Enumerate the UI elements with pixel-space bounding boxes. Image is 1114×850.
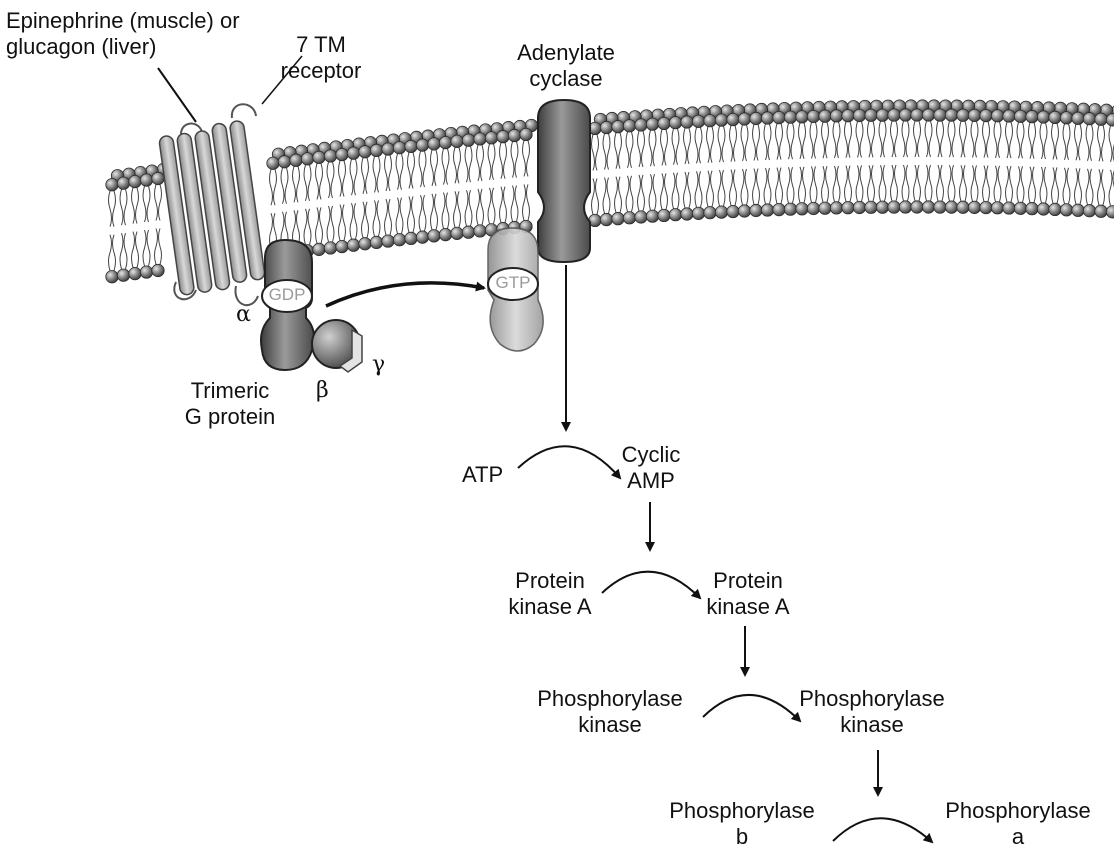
cyclic-amp-label-line1: Cyclic (606, 442, 696, 468)
atp-label: ATP (462, 462, 503, 488)
g-protein-label-line1: Trimeric (160, 378, 300, 404)
receptor-label-line1: 7 TM (276, 32, 366, 58)
seven-tm-receptor (158, 104, 266, 305)
receptor-label: 7 TM receptor (276, 32, 366, 84)
adenylate-cyclase-label-line2: cyclase (506, 66, 626, 92)
adenylate-cyclase-protein (538, 100, 590, 262)
g-protein-label: Trimeric G protein (160, 378, 300, 430)
phosphorylase-kinase-inactive-label: Phosphorylase kinase (516, 686, 704, 738)
protein-kinase-a-active-line1: Protein (688, 568, 808, 594)
cyclic-amp-label-line2: AMP (606, 468, 696, 494)
protein-kinase-a-inactive-line1: Protein (490, 568, 610, 594)
phosphorylase-b-line1: Phosphorylase (648, 798, 836, 824)
ligand-label-line2: glucagon (liver) (6, 34, 240, 60)
gdp-label: GDP (262, 284, 312, 306)
protein-kinase-a-active-line2: kinase A (688, 594, 808, 620)
phosphorylase-kinase-inactive-line2: kinase (516, 712, 704, 738)
protein-kinase-a-inactive-label: Protein kinase A (490, 568, 610, 620)
pka-conversion-arrow (602, 572, 700, 598)
phosphorylase-kinase-active-label: Phosphorylase kinase (778, 686, 966, 738)
atp-conversion-arrow (518, 446, 620, 478)
cyclic-amp-label: Cyclic AMP (606, 442, 696, 494)
activation-arrow (326, 283, 484, 306)
gamma-label: γ (372, 352, 385, 378)
receptor-label-line2: receptor (276, 58, 366, 84)
protein-kinase-a-inactive-line2: kinase A (490, 594, 610, 620)
phosphorylase-kinase-active-line2: kinase (778, 712, 966, 738)
ligand-label-line1: Epinephrine (muscle) or (6, 8, 240, 34)
adenylate-cyclase-label-line1: Adenylate (506, 40, 626, 66)
phosphorylase-a-label: Phosphorylase a (924, 798, 1112, 850)
beta-label: β (316, 378, 329, 404)
adenylate-cyclase-label: Adenylate cyclase (506, 40, 626, 92)
phosphorylase-b-label: Phosphorylase b (648, 798, 836, 850)
ligand-leader-line (158, 68, 196, 122)
alpha-label: α (236, 302, 251, 328)
phosphorylase-b-line2: b (648, 824, 836, 850)
ligand-label: Epinephrine (muscle) or glucagon (liver) (6, 8, 240, 60)
phosphorylase-kinase-active-line1: Phosphorylase (778, 686, 966, 712)
protein-kinase-a-active-label: Protein kinase A (688, 568, 808, 620)
ph-conversion-arrow (833, 818, 932, 842)
gtp-label: GTP (488, 272, 538, 294)
phosphorylase-a-line2: a (924, 824, 1112, 850)
phosphorylase-kinase-inactive-line1: Phosphorylase (516, 686, 704, 712)
phosphorylase-a-line1: Phosphorylase (924, 798, 1112, 824)
g-protein-label-line2: G protein (160, 404, 300, 430)
